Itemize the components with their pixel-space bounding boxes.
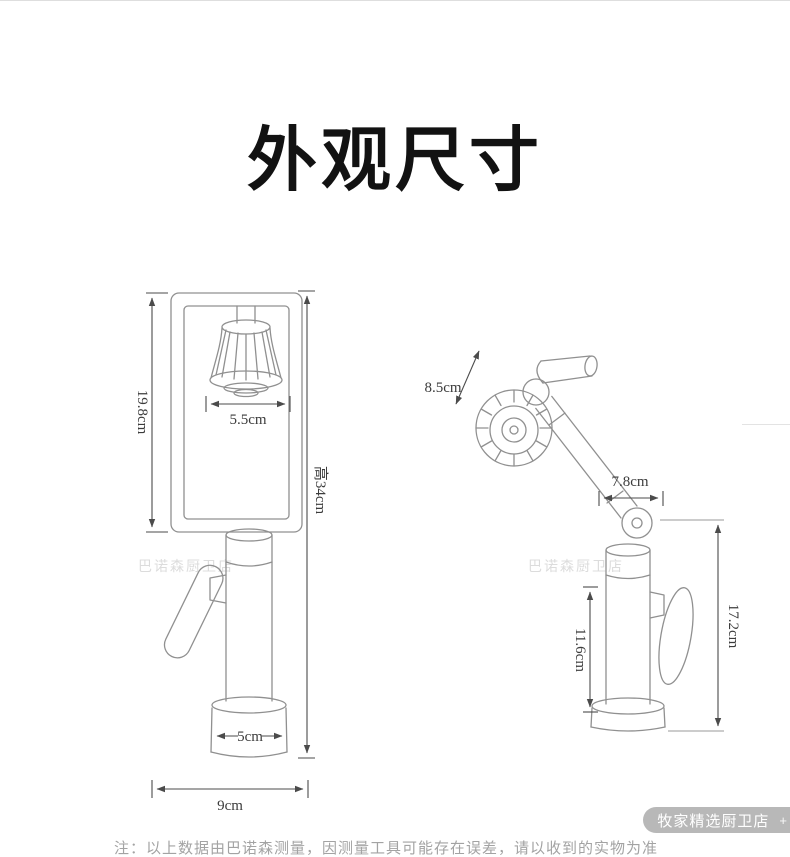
left-faucet-body [225,528,273,702]
left-faucet-shower-head [209,305,283,398]
dim-label-body-height: 11.6cm [572,628,588,672]
right-faucet-handle [649,587,694,685]
right-faucet-base [590,697,666,732]
dim-label-head-length: 8.5cm [424,380,461,396]
dim-label-arm-height: 19.8cm [134,390,150,435]
watermark-text-right: 巴诺森厨卫店 [528,558,624,574]
left-faucet-dimension-lines [146,290,315,798]
dim-label-arm-length: 7.8cm [611,474,648,490]
right-faucet-drawing [475,355,694,732]
page-title: 外观尺寸 [247,123,543,200]
right-faucet-dimension-lines [455,350,724,732]
right-edge-line [742,424,790,425]
watermark-text-left: 巴诺森厨卫店 [138,558,234,574]
left-faucet-arm-frame-outer [170,292,303,533]
dim-label-head-width: 5.5cm [229,412,266,428]
right-faucet-dimension-labels: 8.5cm 7.8cm 11.6cm 17.2cm [424,380,741,672]
shop-watermark-badge: 牧家精选厨卫店 + [643,807,790,833]
left-faucet-dimension-labels: 19.8cm 高34cm 5.5cm 5cm 9cm [134,390,329,814]
dim-label-overall-width: 9cm [217,798,243,814]
plus-icon: + [779,812,788,828]
right-faucet-top-arm [522,355,598,406]
dim-label-total-height: 高34cm [312,466,329,515]
shop-name: 牧家精选厨卫店 [657,812,770,830]
dim-label-base-width: 5cm [237,729,263,745]
right-faucet-shower-head [475,389,553,467]
left-faucet-handle [163,564,227,659]
left-faucet-base [210,696,288,758]
right-faucet-rotating-arm [535,395,653,539]
top-divider-line [0,0,790,1]
dim-label-right-total-height: 17.2cm [725,604,741,649]
right-faucet-body [605,543,651,705]
measurement-disclaimer: 注：以上数据由巴诺森测量，因测量工具可能存在误差，请以收到的实物为准 [114,840,659,857]
left-faucet-drawing [163,292,303,758]
